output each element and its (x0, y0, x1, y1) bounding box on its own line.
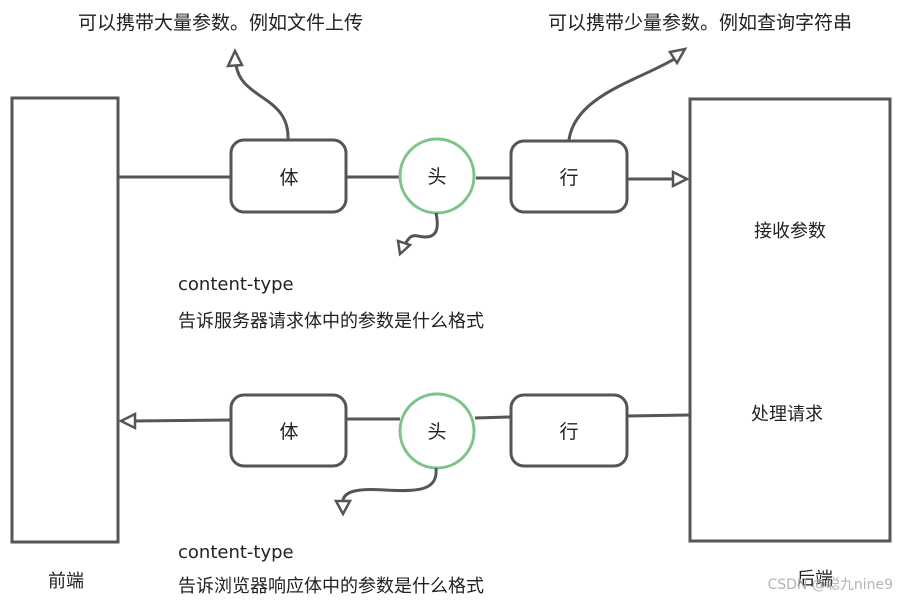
request-head-callout-arrowhead (396, 239, 413, 257)
request-body-label: 体 (279, 167, 298, 189)
backend-process-label: 处理请求 (751, 404, 823, 425)
top-right-note: 可以携带少量参数。例如查询字符串 (548, 12, 852, 34)
response-line-label: 行 (559, 421, 578, 443)
backend-box (688, 97, 892, 543)
response-arrow-to-frontend (132, 418, 232, 423)
request-arrowhead (671, 169, 690, 189)
frontend-label: 前端 (48, 571, 84, 592)
request-line-callout-arrowhead (667, 47, 688, 66)
backend-label: 后端 (797, 569, 833, 590)
watermark: CSDN @聪九nine9 (767, 577, 893, 593)
request-header-name: content-type (178, 274, 294, 295)
response-arrowhead (118, 411, 137, 431)
request-head-callout-arrow (403, 212, 439, 245)
response-head-label: 头 (427, 421, 446, 443)
request-line-box (509, 139, 629, 214)
request-head-label: 头 (427, 166, 446, 188)
top-left-note: 可以携带大量参数。例如文件上传 (78, 12, 363, 34)
response-line-box (509, 393, 629, 468)
response-head-callout-arrow (341, 467, 438, 501)
request-header-desc: 告诉服务器请求体中的参数是什么格式 (178, 311, 484, 332)
response-body-box (229, 393, 348, 468)
frontend-box (10, 96, 120, 544)
request-body-callout-arrow (234, 63, 290, 141)
response-connector-backend-line (626, 413, 691, 418)
response-header-desc: 告诉浏览器响应体中的参数是什么格式 (178, 576, 484, 597)
request-line-callout-arrow (567, 56, 677, 141)
response-head-callout-arrowhead (333, 499, 353, 517)
response-connector-line-head (474, 415, 512, 420)
request-body-callout-arrowhead (225, 48, 244, 68)
response-body-label: 体 (279, 421, 298, 443)
response-header-name: content-type (178, 542, 294, 563)
backend-receive-label: 接收参数 (754, 221, 826, 242)
request-line-label: 行 (559, 167, 578, 189)
